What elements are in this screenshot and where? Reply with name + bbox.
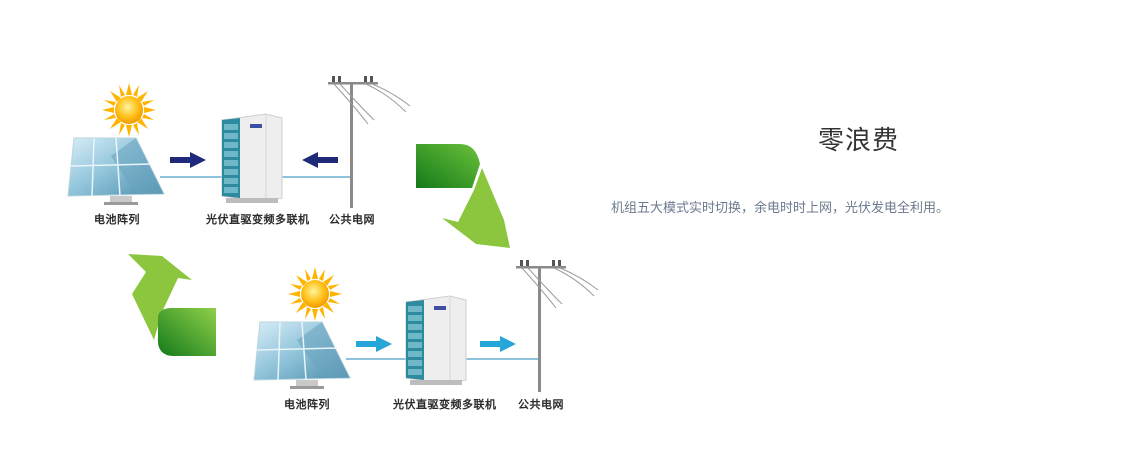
solar-panel-icon xyxy=(253,321,351,389)
arrow-right-icon xyxy=(170,152,206,168)
vrf-unit-icon xyxy=(221,113,283,203)
cycle-arrow-down-icon xyxy=(416,144,510,248)
vrf-unit-icon xyxy=(405,295,467,385)
cycle-arrow-up-icon xyxy=(128,254,216,356)
solar-panel-icon xyxy=(67,137,165,205)
section-description: 机组五大模式实时切换，余电时时上网，光伏发电全利用。 xyxy=(611,201,950,216)
arrow-right-icon xyxy=(480,336,516,352)
label-public-grid: 公共电网 xyxy=(518,398,564,411)
arrow-right-icon xyxy=(356,336,392,352)
sun-icon xyxy=(102,83,156,137)
label-vrf-unit: 光伏直驱变频多联机 xyxy=(206,213,310,226)
utility-pole-icon xyxy=(328,76,411,208)
label-vrf-unit: 光伏直驱变频多联机 xyxy=(393,398,497,411)
label-solar-array: 电池阵列 xyxy=(284,398,330,411)
arrow-left-icon xyxy=(302,152,338,168)
section-heading: 零浪费 xyxy=(818,126,900,156)
label-solar-array: 电池阵列 xyxy=(94,213,140,226)
label-public-grid: 公共电网 xyxy=(329,213,375,226)
utility-pole-icon xyxy=(516,260,599,392)
sun-icon xyxy=(288,267,342,321)
